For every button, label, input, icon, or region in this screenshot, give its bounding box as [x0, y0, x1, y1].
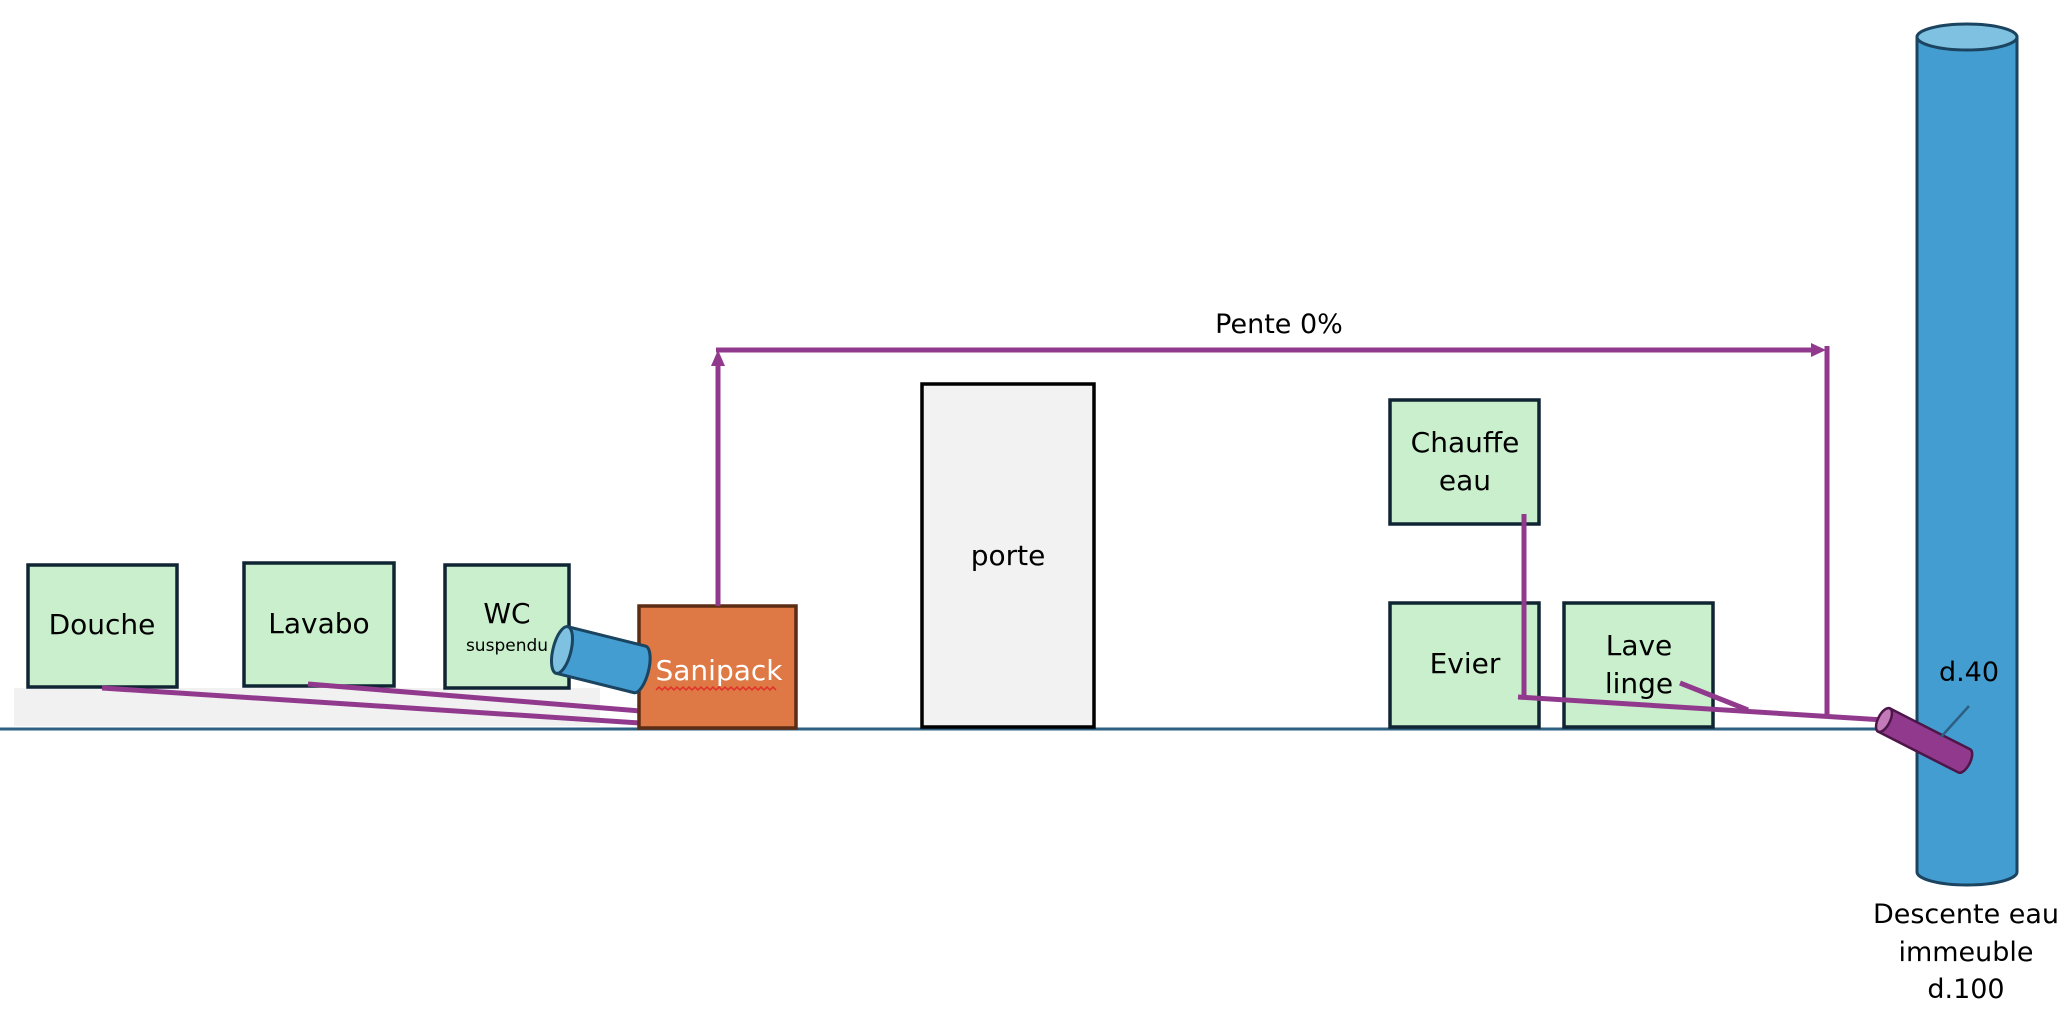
- d40-label: d.40: [1939, 657, 1999, 688]
- drain-lave-linge: [1679, 680, 1749, 713]
- wc-box: [443, 563, 571, 690]
- fixture-lavabo[interactable]: Lavabo: [242, 561, 396, 688]
- lave-linge-label-line1: Lave: [1606, 629, 1673, 662]
- connector-body: [1876, 706, 1974, 774]
- wc-sublabel: suspendu: [466, 636, 548, 656]
- fixture-wc[interactable]: WC suspendu: [443, 563, 571, 690]
- slope-label: Pente 0%: [1215, 309, 1343, 340]
- fixture-lave-linge[interactable]: Lave linge: [1562, 601, 1715, 729]
- sanipack-box: [637, 604, 798, 730]
- run-arrowhead: [1811, 343, 1826, 357]
- fixture-douche[interactable]: Douche: [26, 563, 179, 689]
- wc-outlet-pipe: [550, 624, 652, 695]
- door[interactable]: porte: [920, 382, 1096, 729]
- sanipack-pump[interactable]: Sanipack: [637, 604, 798, 730]
- column-top: [1915, 22, 2019, 52]
- column-caption-line2: immeuble: [1898, 937, 2033, 968]
- column-body: [1915, 35, 2019, 887]
- door-label: porte: [971, 539, 1046, 572]
- chauffe-eau-label-line1: Chauffe: [1411, 426, 1520, 459]
- raised-floor-base: [14, 688, 600, 726]
- evier-box: [1388, 601, 1541, 729]
- spellcheck-underline: [655, 685, 777, 692]
- evier-label: Evier: [1430, 647, 1501, 680]
- drain-lavabo-to-sanipack: [307, 681, 641, 714]
- chauffe-eau-label-line2: eau: [1439, 464, 1491, 497]
- drain-douche-to-sanipack: [101, 685, 641, 726]
- chauffe-eau-box: [1388, 398, 1541, 526]
- fixture-chauffe-eau[interactable]: Chauffe eau: [1388, 398, 1541, 526]
- column-caption-line3: d.100: [1927, 974, 2004, 1005]
- building-drain-column[interactable]: [1915, 22, 2019, 887]
- lavabo-box: [242, 561, 396, 688]
- lave-linge-label-line2: linge: [1605, 667, 1673, 700]
- connector-mouth: [1874, 706, 1894, 734]
- douche-label: Douche: [49, 608, 156, 641]
- riser-arrowhead: [711, 350, 725, 366]
- sanipack-label: Sanipack: [656, 654, 784, 687]
- drain-evier-to-column: [1517, 694, 1885, 723]
- column-caption-line1: Descente eau: [1873, 899, 2059, 930]
- d40-leader-line: [1940, 705, 1970, 738]
- lavabo-label: Lavabo: [268, 607, 369, 640]
- wc-pipe-mouth: [550, 625, 574, 675]
- fixture-evier[interactable]: Evier: [1388, 601, 1541, 729]
- door-box: [920, 382, 1096, 729]
- wc-pipe-body: [554, 624, 652, 695]
- wc-label: WC: [483, 597, 530, 630]
- branch-connector-d40: [1874, 706, 1974, 774]
